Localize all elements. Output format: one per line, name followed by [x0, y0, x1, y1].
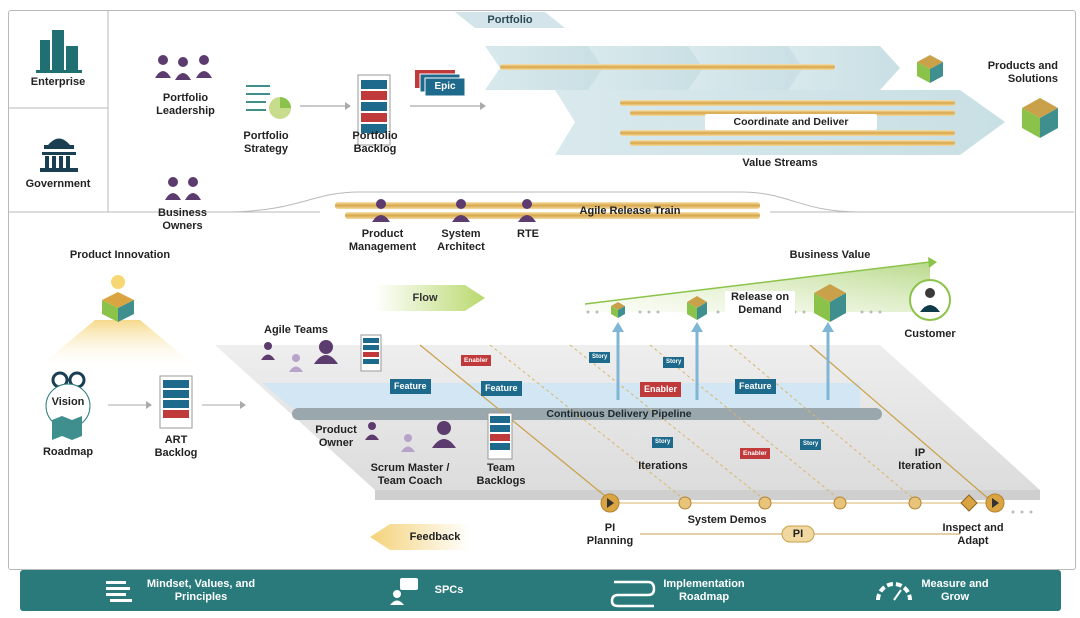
feedback-label: Feedback	[409, 531, 461, 543]
feature-card: Feature	[481, 381, 522, 396]
business-owners-label: Business Owners	[158, 207, 207, 232]
value-streams-label: Value Streams	[742, 157, 818, 169]
scrum-master-label: Scrum Master / Team Coach	[370, 462, 450, 487]
team-backlogs-label: Team Backlogs	[476, 462, 526, 487]
system-architect-label: System Architect	[437, 228, 485, 253]
cdp-label: Continuous Delivery Pipeline	[546, 408, 692, 420]
mindset-label: Mindset, Values, and Principles	[146, 578, 256, 603]
coordinate-badge	[705, 114, 877, 130]
product-management-label: Product Management	[348, 228, 417, 253]
feature-card: Feature	[390, 379, 431, 394]
product-owner-label: Product Owner	[315, 424, 357, 449]
portfolio-strategy-label: Portfolio Strategy	[243, 130, 289, 155]
implementation-roadmap-icon	[610, 580, 656, 608]
enabler-card: Enabler	[461, 355, 491, 366]
story-card: Story	[800, 439, 822, 450]
implementation-roadmap-label: Implementation Roadmap	[663, 578, 745, 603]
enabler-card: Enabler	[640, 382, 682, 397]
feature-card: Feature	[735, 379, 776, 394]
pi-planning-label: PI Planning	[586, 522, 634, 547]
measure-grow-label: Measure and Grow	[921, 578, 989, 603]
art-backlog-label: ART Backlog	[154, 434, 198, 459]
product-innovation-label: Product Innovation	[69, 249, 171, 261]
epic-card: Epic	[434, 81, 456, 92]
iterations-label: Iterations	[638, 460, 688, 472]
coordinate-label: Coordinate and Deliver	[733, 116, 849, 128]
flow-label: Flow	[412, 292, 438, 304]
story-card: Story	[652, 437, 674, 448]
system-demos-label: System Demos	[687, 514, 767, 526]
rte-label: RTE	[517, 228, 539, 240]
enterprise-label: Enterprise	[30, 76, 86, 88]
outer-frame	[8, 10, 1076, 570]
portfolio-leadership-label: Portfolio Leadership	[156, 92, 215, 117]
business-value-label: Business Value	[789, 249, 871, 261]
release-on-demand-label: Release on Demand	[725, 291, 795, 317]
customer-label: Customer	[904, 328, 956, 340]
story-card: Story	[589, 352, 611, 363]
art-label: Agile Release Train	[579, 205, 681, 217]
portfolio-tab: Portfolio	[487, 14, 533, 26]
vision-label: Vision	[51, 396, 85, 408]
ip-iteration-label: IP Iteration	[898, 447, 942, 472]
inspect-adapt-label: Inspect and Adapt	[942, 522, 1004, 547]
portfolio-backlog-label: Portfolio Backlog	[352, 130, 398, 155]
government-label: Government	[25, 178, 91, 190]
footer-icons	[106, 578, 912, 608]
spc-icon	[390, 578, 418, 605]
mindset-icon	[106, 581, 132, 602]
pi-label: PI	[792, 528, 804, 540]
story-card: Story	[663, 357, 685, 368]
footer-bar: Mindset, Values, and Principles SPCs Imp…	[20, 570, 1061, 611]
agile-teams-label: Agile Teams	[264, 324, 328, 336]
enabler-card: Enabler	[740, 448, 770, 459]
roadmap-label: Roadmap	[42, 446, 94, 458]
products-solutions-label: Products and Solutions	[987, 60, 1058, 85]
measure-icon	[876, 582, 912, 601]
spcs-label: SPCs	[434, 584, 464, 596]
